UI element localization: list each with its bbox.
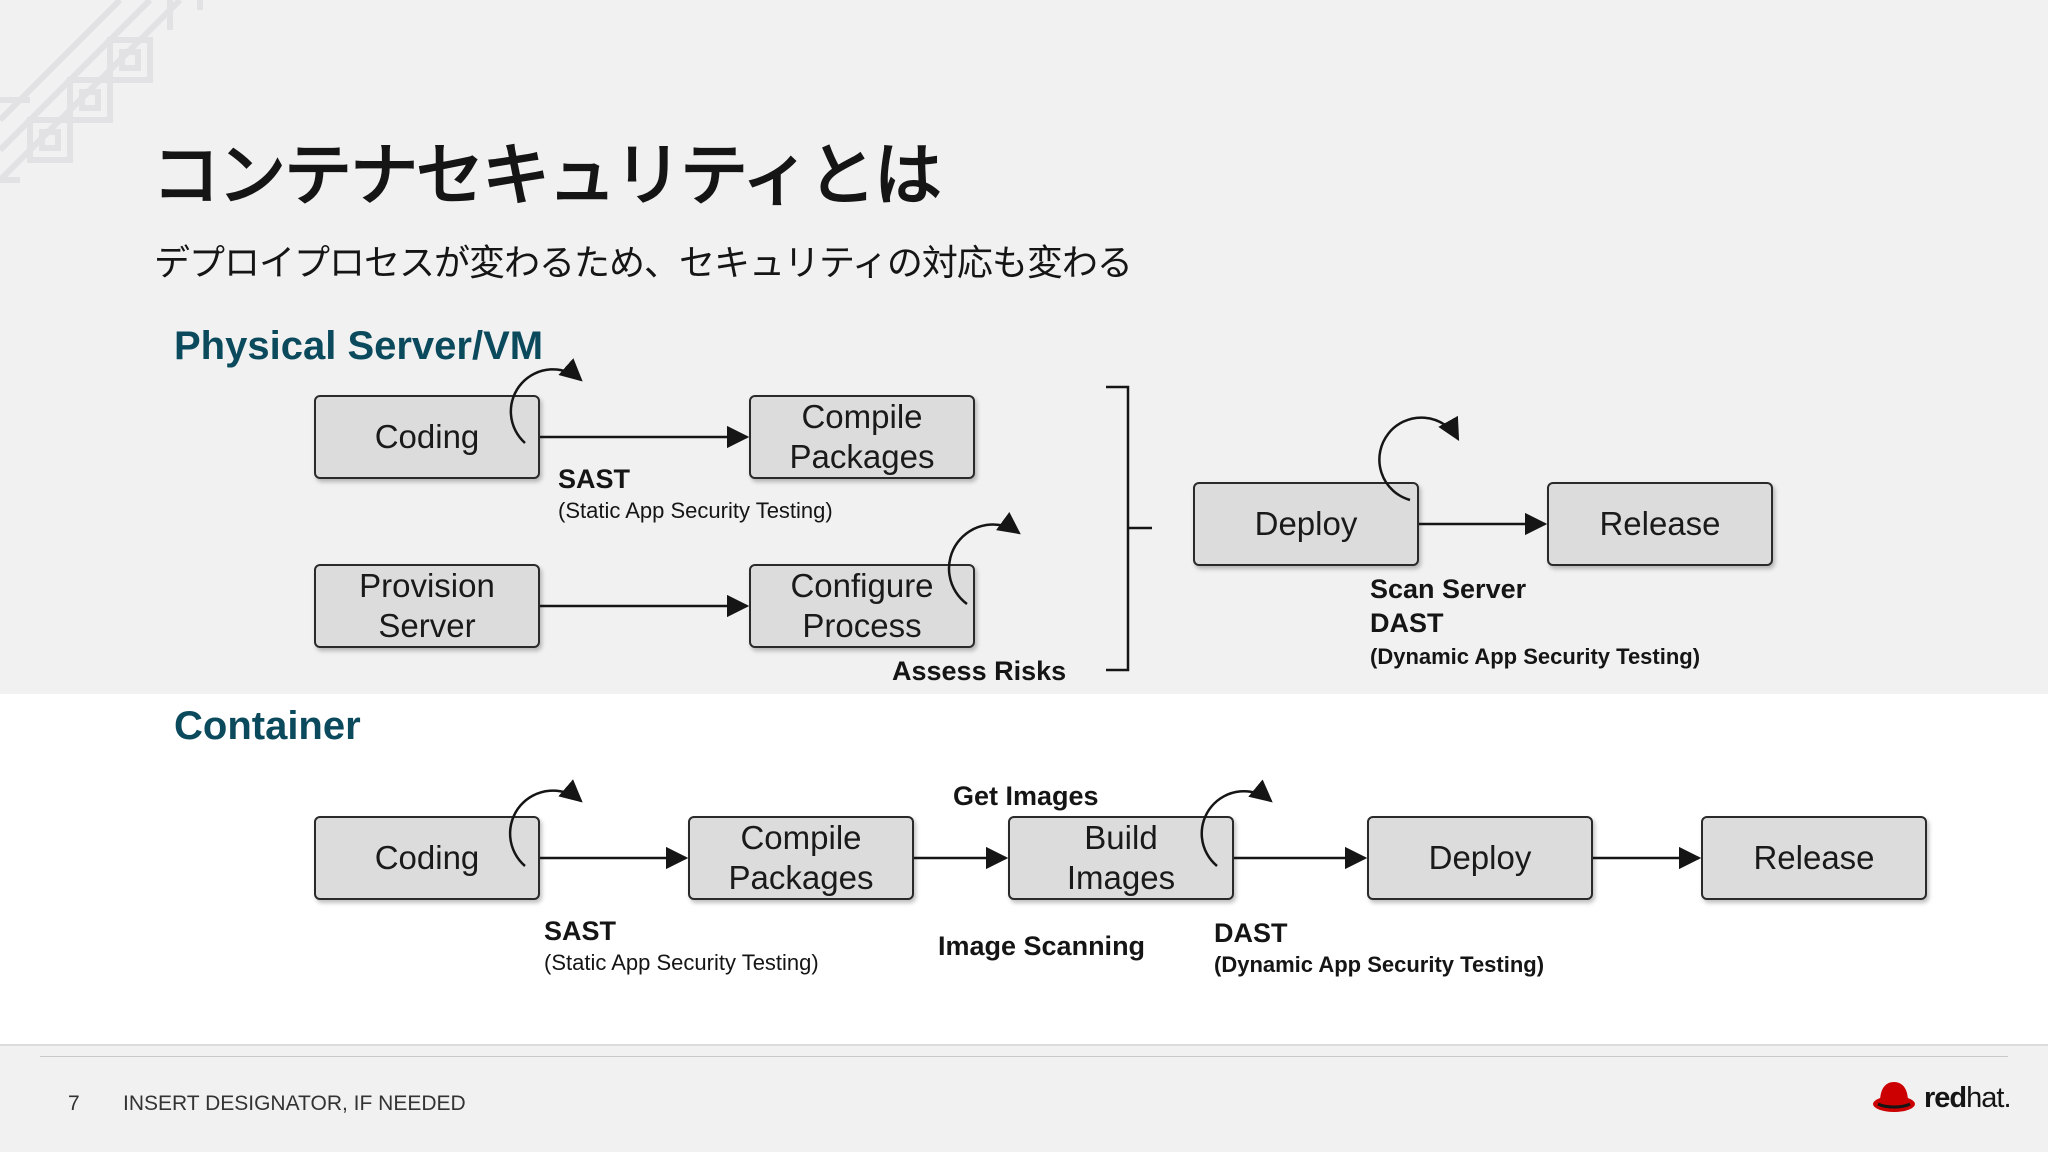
cont-build-images-box: Build Images [1008,816,1234,900]
phys-coding-box: Coding [314,395,540,479]
assess-risks-label: Assess Risks [892,656,1067,686]
image-scanning-label: Image Scanning [938,931,1146,961]
cont-deploy-box: Deploy [1367,816,1593,900]
physical-section-heading: Physical Server/VM [174,324,544,368]
cont-coding-box: Coding [314,816,540,900]
footer-divider-shadow [0,1044,2048,1047]
cont-dast-full-label: (Dynamic App Security Testing) [1214,952,1545,977]
scan-server-label: Scan Server [1370,574,1527,604]
cont-dast-label: DAST [1214,918,1288,948]
footer-band [0,1046,2048,1152]
loop-phys-configure-icon [947,511,1021,606]
redhat-logo-icon [1873,1082,1915,1112]
loop-phys-deploy-icon [1378,415,1460,502]
loop-phys-coding-icon [509,358,583,444]
phys-provision-server-box: Provision Server [314,564,540,648]
footer-rule [40,1056,2008,1057]
phys-release-box: Release [1547,482,1773,566]
footer-designator: INSERT DESIGNATOR, IF NEEDED [123,1092,466,1115]
get-images-label: Get Images [953,781,1099,811]
loop-cont-coding-icon [508,779,583,867]
bracket-right [1106,385,1152,672]
cont-release-box: Release [1701,816,1927,900]
phys-dast-label: DAST [1370,608,1444,638]
phys-compile-packages-box: Compile Packages [749,395,975,479]
corner-pattern-decoration [0,0,203,183]
phys-sast-full-label: (Static App Security Testing) [558,498,833,523]
cont-sast-label: SAST [544,916,617,946]
cont-sast-full-label: (Static App Security Testing) [544,950,819,975]
slide-subtitle: デプロイプロセスが変わるため、セキュリティの対応も変わる [154,243,1133,284]
phys-deploy-box: Deploy [1193,482,1419,566]
page-number: 7 [68,1092,80,1115]
container-section-heading: Container [174,704,361,748]
cont-compile-packages-box: Compile Packages [688,816,914,900]
logo-suffix: hat. [1966,1082,2011,1114]
slide-title: コンテナセキュリティとは [152,137,942,216]
phys-dast-full-label: (Dynamic App Security Testing) [1370,644,1701,669]
phys-sast-label: SAST [558,464,631,494]
loop-cont-build-icon [1200,779,1273,867]
phys-configure-process-box: Configure Process [749,564,975,648]
logo-brand: red [1924,1082,1967,1114]
redhat-logo-text: redhat. [1924,1082,2012,1115]
